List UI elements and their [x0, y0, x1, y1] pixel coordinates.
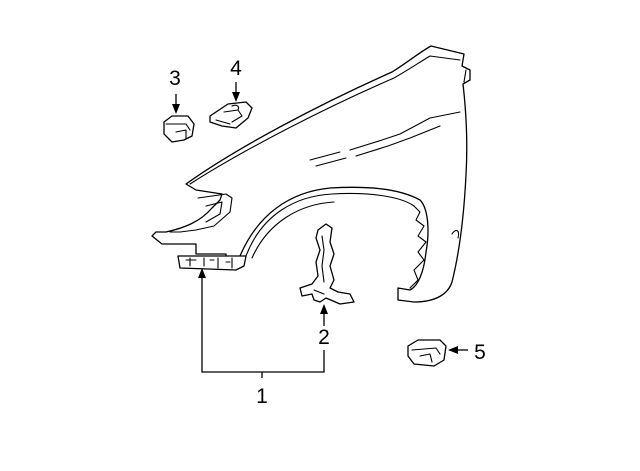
- fender-details: [169, 55, 467, 289]
- leader-line-2: [320, 304, 328, 326]
- leader-line-3: [172, 94, 180, 114]
- callout-3: 3: [169, 67, 181, 90]
- callout-4: 4: [230, 57, 242, 80]
- callout-1: 1: [256, 385, 268, 408]
- clip-part-5: [407, 339, 447, 367]
- leader-line-1: [198, 268, 325, 378]
- fender-lower-bracket: [177, 255, 247, 271]
- plate-part-4: [209, 101, 253, 129]
- leader-line-4: [232, 82, 240, 102]
- bracket-part-2: [299, 223, 355, 305]
- callout-2: 2: [318, 326, 330, 349]
- leader-line-5: [448, 346, 468, 354]
- clip-part-3: [163, 115, 195, 143]
- callout-5: 5: [474, 341, 486, 364]
